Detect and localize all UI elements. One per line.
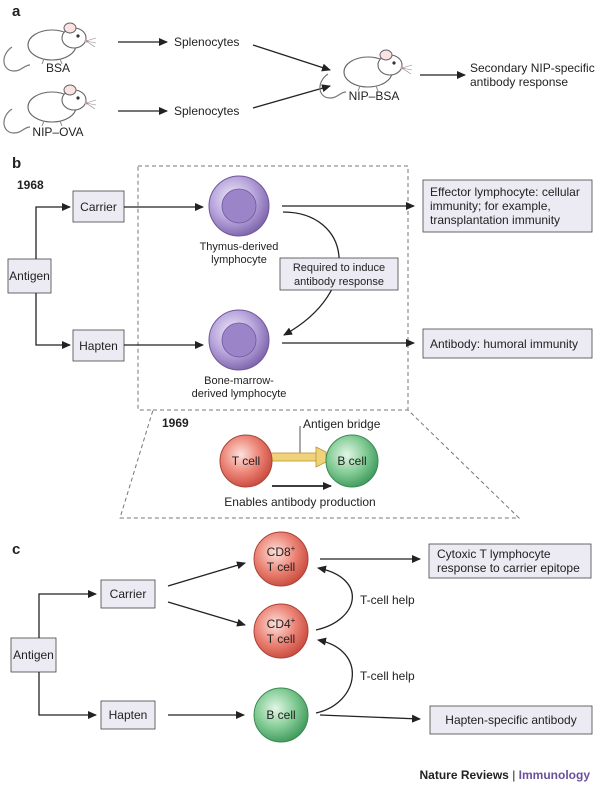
arrow-antigen-to-hapten-c [38, 672, 97, 719]
help-curve-b [282, 211, 340, 336]
mouse-bsa-label: BSA [46, 61, 70, 75]
hapten-box-c [100, 700, 156, 730]
arrow-splenocytes-1-to-recipient [252, 44, 331, 72]
response-line-1: Secondary NIP-specific [470, 61, 595, 75]
required-line-2: antibody response [294, 276, 384, 288]
arrow-antigen-to-carrier-c [38, 590, 97, 638]
hapten-label-c: Hapten [109, 708, 148, 722]
hapten-box-b [72, 329, 125, 362]
effector-box [422, 179, 593, 233]
ctl-line-1: Cytoxic T lymphocyte [437, 547, 551, 561]
required-line-1: Required to induce [293, 262, 385, 274]
bone-marrow-derived-lymphocyte [208, 309, 270, 371]
antigen-label-b: Antigen [9, 269, 50, 283]
required-box [279, 257, 399, 291]
carrier-label-c: Carrier [110, 587, 147, 601]
cd4-t-cell-label: CD4+ [267, 616, 296, 631]
carrier-box-b [72, 190, 125, 223]
panel-a-label: a [12, 3, 21, 20]
cd8-t-cell-label: CD8+ [267, 544, 296, 559]
cd8-t-cell-word: T cell [267, 560, 295, 574]
mouse-nip-ova-label: NIP–OVA [32, 125, 83, 139]
effector-line-3: transplantation immunity [430, 213, 560, 227]
t-cell-help-label-1: T-cell help [360, 593, 415, 607]
cd4-t-cell-word: T cell [267, 632, 295, 646]
b-cell-1969-label: B cell [337, 454, 366, 468]
cd4-t-cell [253, 603, 309, 659]
journal-section: Immunology [519, 768, 591, 782]
bone-label-1: Bone-marrow- [204, 375, 274, 387]
panel-b-label: b [12, 155, 21, 172]
thymus-label-1: Thymus-derived [200, 241, 279, 253]
b-cell-c-label: B cell [266, 708, 295, 722]
journal-credit: Nature Reviews | Immunology [419, 768, 590, 782]
hapten-antibody-label: Hapten-specific antibody [445, 713, 576, 727]
antigen-bridge-label: Antigen bridge [303, 417, 381, 431]
carrier-box-c [100, 579, 156, 609]
thymus-label-2: lymphocyte [211, 254, 267, 266]
arrow-carrier-to-cd8 [167, 561, 246, 587]
help-curve-cd4-to-cd8 [315, 565, 353, 631]
antigen-box-b [7, 258, 52, 294]
ctl-line-2: response to carrier epitope [437, 561, 580, 575]
antigen-label-c: Antigen [13, 648, 54, 662]
ctl-response-box [428, 543, 592, 579]
t-cell-1969 [219, 434, 273, 488]
carrier-label-b: Carrier [80, 200, 117, 214]
t-cell-help-label-2: T-cell help [360, 669, 415, 683]
recipient-label: NIP–BSA [349, 89, 400, 103]
t-cell-1969-label: T cell [232, 454, 260, 468]
bone-label-2: derived lymphocyte [192, 388, 287, 400]
antibody-humoral-box [422, 328, 593, 359]
splenocytes-label-2: Splenocytes [174, 104, 239, 118]
hapten-label-b: Hapten [79, 339, 118, 353]
arrow-b-cell-to-antibody [319, 714, 421, 723]
thymus-derived-lymphocyte [208, 175, 270, 237]
antibody-humoral-label: Antibody: humoral immunity [430, 337, 578, 351]
antigen-box-c [10, 637, 57, 673]
effector-line-2: immunity; for example, [430, 199, 551, 213]
year-1968: 1968 [17, 178, 44, 192]
cd8-t-cell [253, 531, 309, 587]
b-cell-1969 [325, 434, 379, 488]
antigen-bridge [265, 446, 327, 468]
panel-c-label: c [12, 541, 20, 558]
b-cell-c [253, 687, 309, 743]
arrow-carrier-to-cd4 [167, 601, 246, 627]
effector-line-1: Effector lymphocyte: cellular [430, 185, 580, 199]
arrow-antigen-to-hapten-b [35, 293, 71, 349]
response-line-2: antibody response [470, 75, 568, 89]
help-curve-b-to-cd4 [315, 637, 353, 714]
splenocytes-label-1: Splenocytes [174, 35, 239, 49]
hapten-antibody-box [429, 705, 593, 735]
year-1969: 1969 [162, 416, 189, 430]
enables-label: Enables antibody production [224, 495, 375, 509]
arrow-antigen-to-carrier-b [35, 203, 71, 259]
arrow-splenocytes-2-to-recipient [252, 84, 331, 109]
